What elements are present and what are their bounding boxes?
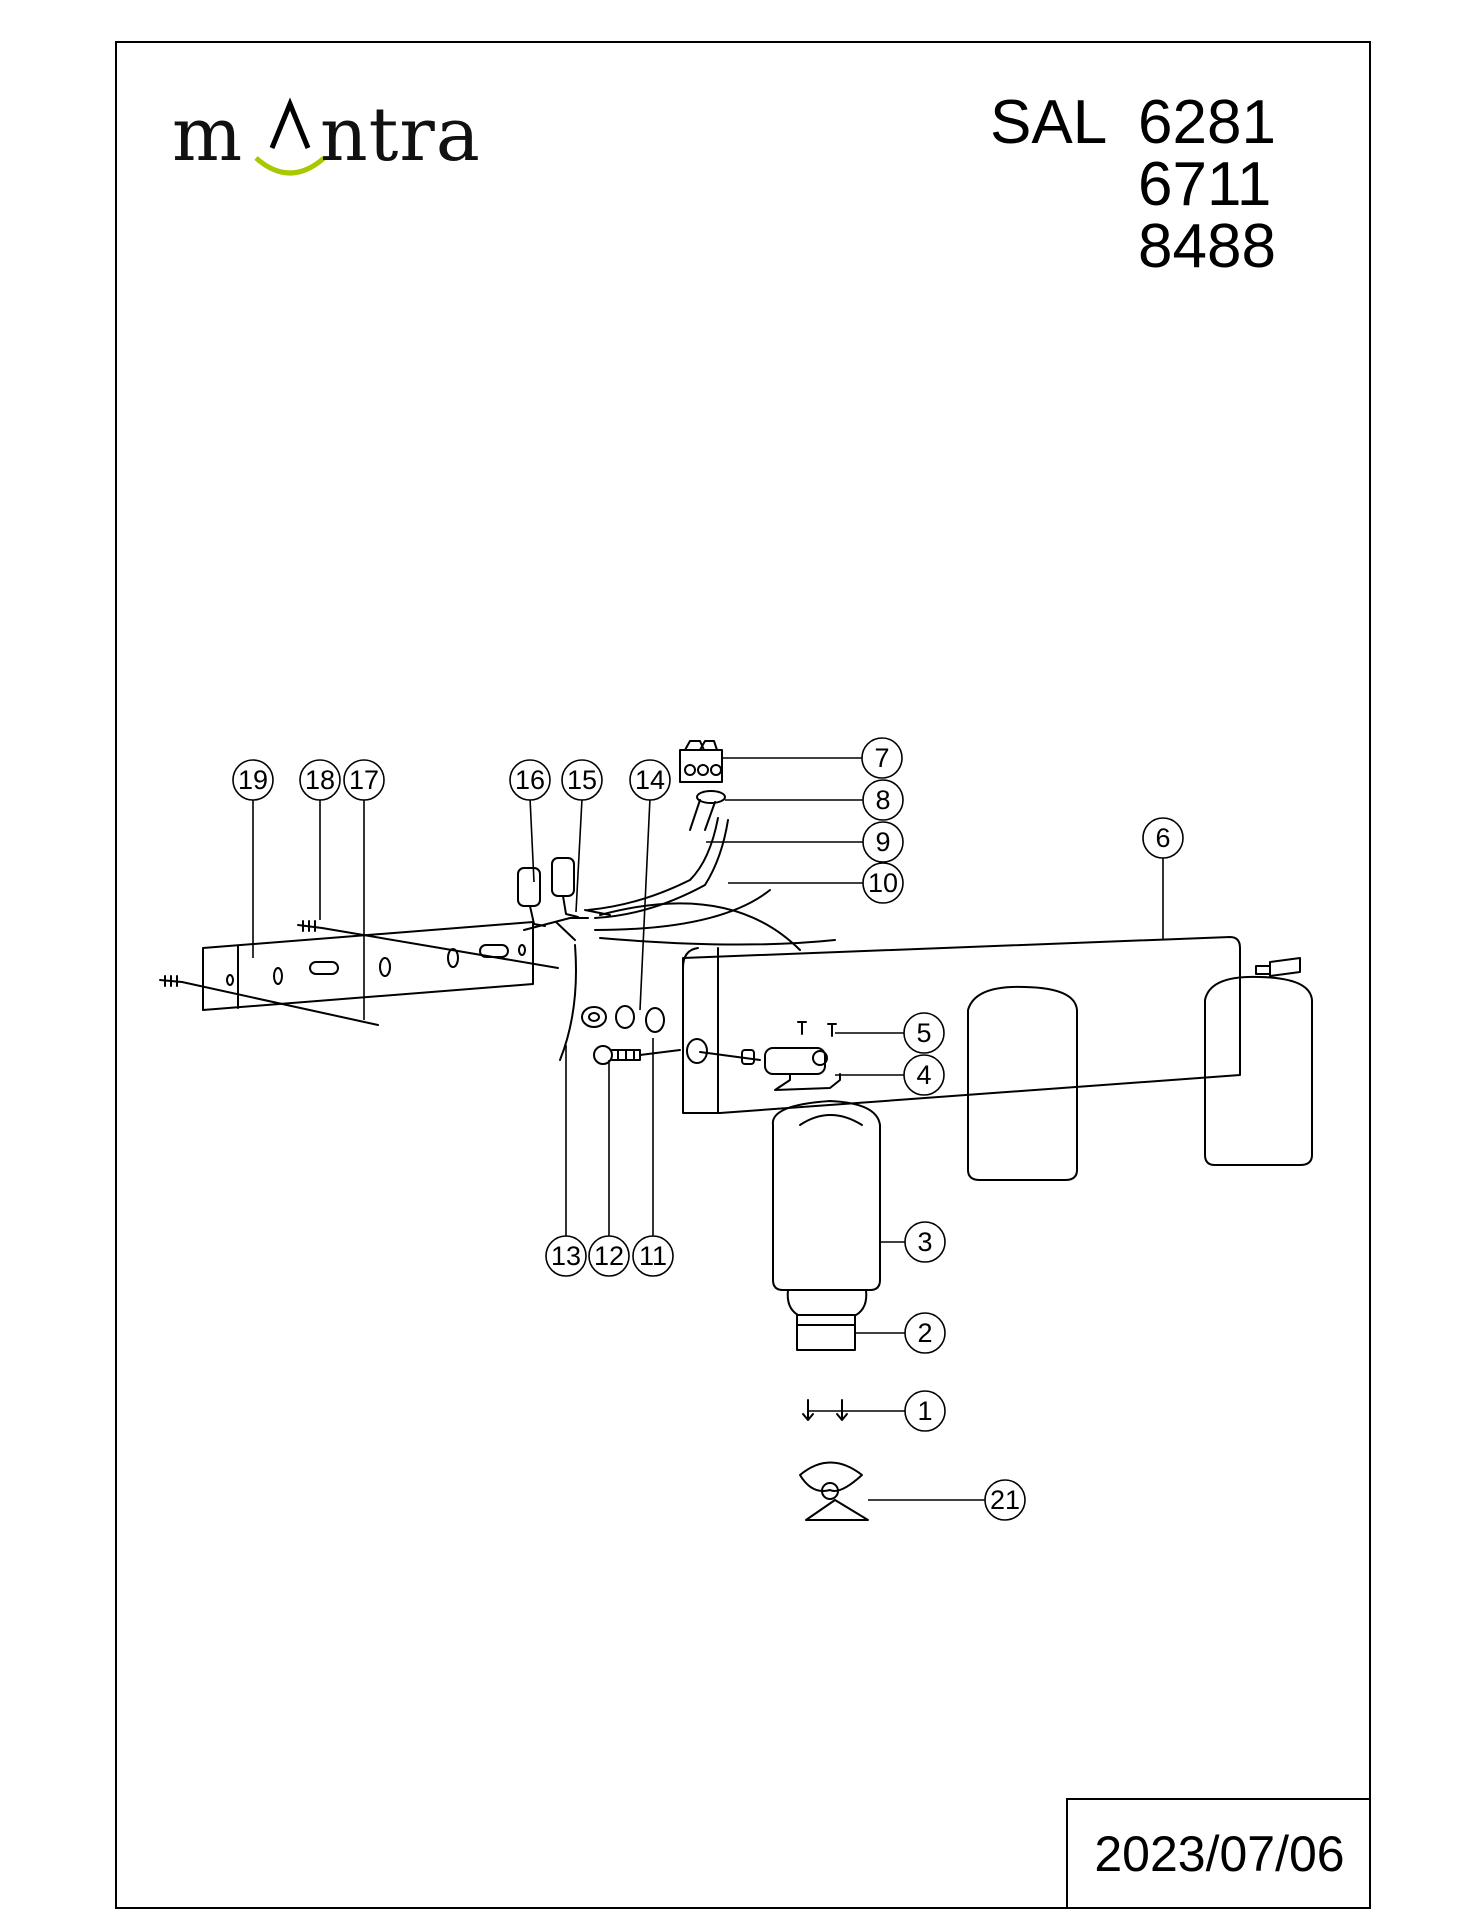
- svg-text:6: 6: [1155, 823, 1170, 853]
- svg-text:17: 17: [349, 765, 379, 795]
- callout-6: 6: [1142, 817, 1184, 859]
- main-body: [681, 936, 1301, 1114]
- svg-text:21: 21: [990, 1485, 1020, 1515]
- svg-text:7: 7: [874, 743, 889, 773]
- callout-9: 9: [862, 821, 904, 863]
- leader-lines: [252, 757, 1164, 1501]
- model-series: SAL: [990, 88, 1108, 157]
- callout-19: 19: [232, 759, 274, 801]
- bulb-ring: [786, 1289, 868, 1351]
- svg-text:12: 12: [594, 1241, 624, 1271]
- logo-accent-mark: [254, 97, 326, 176]
- callout-11: 11: [632, 1235, 674, 1277]
- lamp-shade-rear: [967, 975, 1313, 1181]
- callout-13: 13: [545, 1235, 587, 1277]
- model-codes: 6281 6711 8488: [1138, 92, 1276, 278]
- callout-1: 1: [904, 1390, 946, 1432]
- callout-7: 7: [861, 737, 903, 779]
- svg-text:8: 8: [875, 785, 890, 815]
- svg-text:13: 13: [551, 1241, 581, 1271]
- callout-14: 14: [629, 759, 671, 801]
- callout-18: 18: [299, 759, 341, 801]
- callouts: 1 2 3 4 5 6 7 8 9 10 11 12 13 14 15 16 1…: [232, 737, 1184, 1521]
- terminal-connectors: [517, 817, 836, 1061]
- tool-part: [799, 1461, 869, 1521]
- brand-logo: m ntra: [172, 88, 492, 183]
- svg-text:2: 2: [917, 1318, 932, 1348]
- callout-5: 5: [903, 1012, 945, 1054]
- callout-3: 3: [904, 1221, 946, 1263]
- svg-text:9: 9: [875, 827, 890, 857]
- model-code: 8488: [1138, 212, 1276, 281]
- logo-text-right: ntra: [320, 92, 481, 178]
- callout-12: 12: [588, 1235, 630, 1277]
- wall-bracket: [202, 921, 534, 1011]
- svg-text:19: 19: [238, 765, 268, 795]
- svg-text:1: 1: [917, 1396, 932, 1426]
- callout-10: 10: [862, 862, 904, 904]
- svg-text:18: 18: [305, 765, 335, 795]
- revision-date: 2023/07/06: [1094, 1826, 1345, 1882]
- callout-16: 16: [509, 759, 551, 801]
- svg-text:5: 5: [916, 1018, 931, 1048]
- svg-text:10: 10: [868, 868, 898, 898]
- callout-2: 2: [904, 1312, 946, 1354]
- model-code: 6281: [1138, 88, 1276, 157]
- callout-4: 4: [903, 1054, 945, 1096]
- svg-text:11: 11: [639, 1241, 667, 1271]
- drawing-frame: [115, 41, 1371, 1909]
- wall-screws: [159, 920, 559, 1026]
- lamp-shade: [771, 1100, 881, 1291]
- svg-text:14: 14: [635, 765, 665, 795]
- wiring-terminal: [679, 740, 726, 831]
- fixing-hardware: [581, 1005, 681, 1065]
- small-screws: [802, 1399, 848, 1421]
- svg-text:4: 4: [916, 1060, 931, 1090]
- callout-8: 8: [862, 779, 904, 821]
- svg-text:15: 15: [567, 765, 597, 795]
- callout-15: 15: [561, 759, 603, 801]
- callout-17: 17: [343, 759, 385, 801]
- callout-21: 21: [984, 1479, 1026, 1521]
- svg-text:3: 3: [917, 1227, 932, 1257]
- model-code: 6711: [1138, 150, 1272, 219]
- socket-holder: [699, 1021, 841, 1091]
- svg-text:16: 16: [515, 765, 545, 795]
- date-box: 2023/07/06: [1066, 1798, 1371, 1909]
- logo-text-left: m: [172, 92, 244, 178]
